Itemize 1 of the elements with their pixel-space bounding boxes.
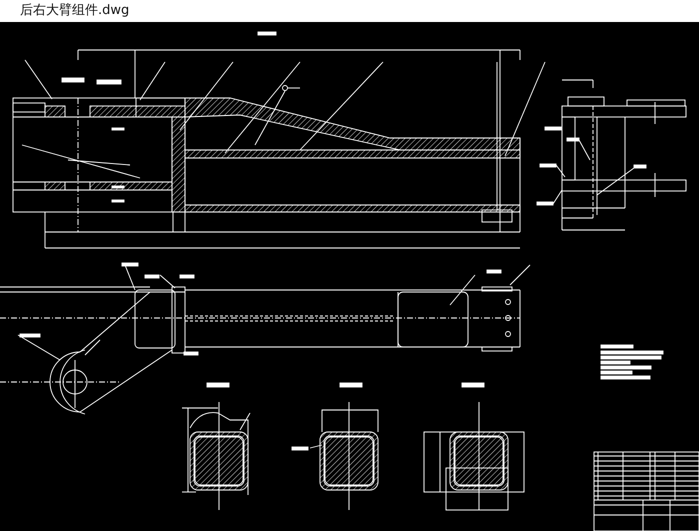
file-title: 后右大臂组件.dwg bbox=[20, 2, 130, 20]
